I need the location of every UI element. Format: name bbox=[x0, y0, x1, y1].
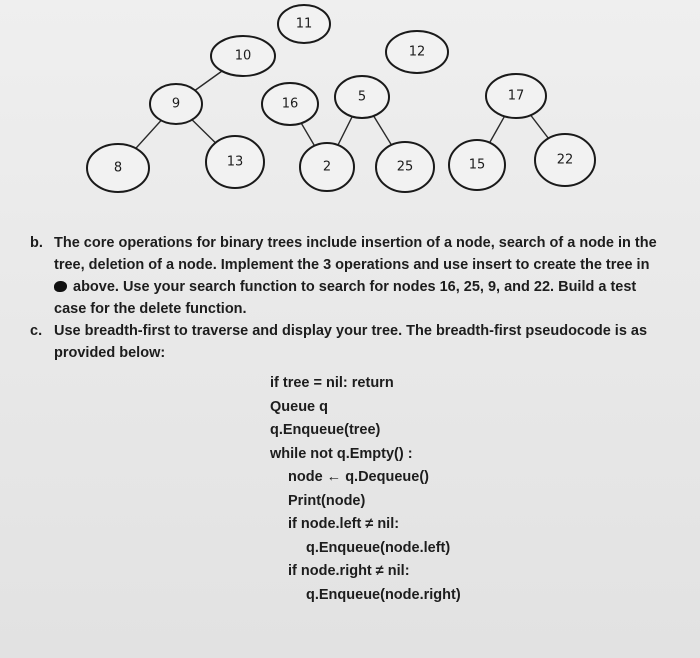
question-b: b. The core operations for binary trees … bbox=[30, 232, 680, 320]
tree-node-label: 2 bbox=[323, 160, 331, 175]
tree-node-label: 25 bbox=[397, 160, 414, 175]
tree-node-8: 8 bbox=[86, 143, 150, 193]
tree-node-circle bbox=[485, 73, 547, 119]
tree-node-label: 22 bbox=[557, 153, 574, 168]
code-line-7: if node.left ≠ nil: bbox=[288, 516, 400, 532]
tree-node-circle bbox=[334, 75, 390, 119]
question-b-line-1: The core operations for binary trees inc… bbox=[54, 235, 657, 251]
tree-node-circle bbox=[385, 30, 449, 74]
tree-node-label: 13 bbox=[227, 155, 244, 170]
tree-node-25: 25 bbox=[375, 141, 435, 193]
binary-tree-diagram: 11 10 12 9 16 5 17 8 13 2 25 15 22 bbox=[86, 4, 596, 193]
question-c-line-2: provided below: bbox=[54, 345, 166, 361]
question-b-marker: b. bbox=[30, 235, 43, 251]
tree-node-label: 10 bbox=[235, 49, 252, 64]
question-c: c. Use breadth-first to traverse and dis… bbox=[30, 320, 680, 364]
ink-blot-icon bbox=[54, 281, 67, 292]
code-line-1: if tree = nil: return bbox=[270, 375, 394, 391]
tree-node-circle bbox=[149, 83, 203, 125]
tree-node-10: 10 bbox=[210, 35, 276, 77]
code-line-10: q.Enqueue(node.right) bbox=[306, 586, 461, 603]
question-b-line-3-text: above. Use your search function to searc… bbox=[73, 279, 637, 295]
tree-node-2: 2 bbox=[299, 142, 355, 192]
code-line-2: Queue q bbox=[270, 398, 329, 415]
bfs-pseudocode: if tree = nil: return Queue q q.Enqueue(… bbox=[270, 372, 461, 607]
tree-node-circle bbox=[261, 82, 319, 126]
tree-node-label: 5 bbox=[358, 90, 366, 105]
tree-node-9: 9 bbox=[149, 83, 203, 125]
code-line-5: node ← q.Dequeue() bbox=[288, 469, 429, 485]
code-line-8: q.Enqueue(node.left) bbox=[306, 539, 451, 556]
tree-node-circle bbox=[448, 139, 506, 191]
code-line-3: q.Enqueue(tree) bbox=[270, 422, 381, 438]
tree-node-label: 9 bbox=[172, 97, 180, 112]
question-b-line-2: tree, deletion of a node. Implement the … bbox=[54, 257, 650, 273]
tree-node-circle bbox=[375, 141, 435, 193]
tree-node-15: 15 bbox=[448, 139, 506, 191]
tree-node-circle bbox=[534, 133, 596, 187]
tree-node-label: 16 bbox=[282, 97, 299, 112]
code-line-9: if node.right ≠ nil: bbox=[288, 563, 410, 579]
question-b-line-4: case for the delete function. bbox=[54, 301, 247, 317]
tree-node-circle bbox=[205, 135, 265, 189]
tree-node-label: 11 bbox=[296, 17, 313, 32]
tree-node-label: 15 bbox=[469, 158, 486, 173]
tree-node-22: 22 bbox=[534, 133, 596, 187]
question-c-line-1: Use breadth-first to traverse and displa… bbox=[54, 323, 648, 339]
tree-node-circle bbox=[277, 4, 331, 44]
question-c-marker: c. bbox=[30, 323, 43, 339]
tree-node-label: 17 bbox=[508, 89, 525, 104]
code-line-4: while not q.Empty() : bbox=[270, 445, 413, 462]
tree-node-circle bbox=[86, 143, 150, 193]
tree-node-17: 17 bbox=[485, 73, 547, 119]
questions: b. The core operations for binary trees … bbox=[30, 232, 680, 364]
tree-node-12: 12 bbox=[385, 30, 449, 74]
tree-node-5: 5 bbox=[334, 75, 390, 119]
code-line-6: Print(node) bbox=[288, 492, 366, 509]
tree-node-label: 12 bbox=[409, 45, 426, 60]
tree-node-16: 16 bbox=[261, 82, 319, 126]
tree-node-11: 11 bbox=[277, 4, 331, 44]
question-b-line-3: above. Use your search function to searc… bbox=[54, 276, 680, 298]
tree-node-label: 8 bbox=[114, 161, 122, 176]
tree-node-13: 13 bbox=[205, 135, 265, 189]
tree-node-circle bbox=[210, 35, 276, 77]
tree-node-circle bbox=[299, 142, 355, 192]
